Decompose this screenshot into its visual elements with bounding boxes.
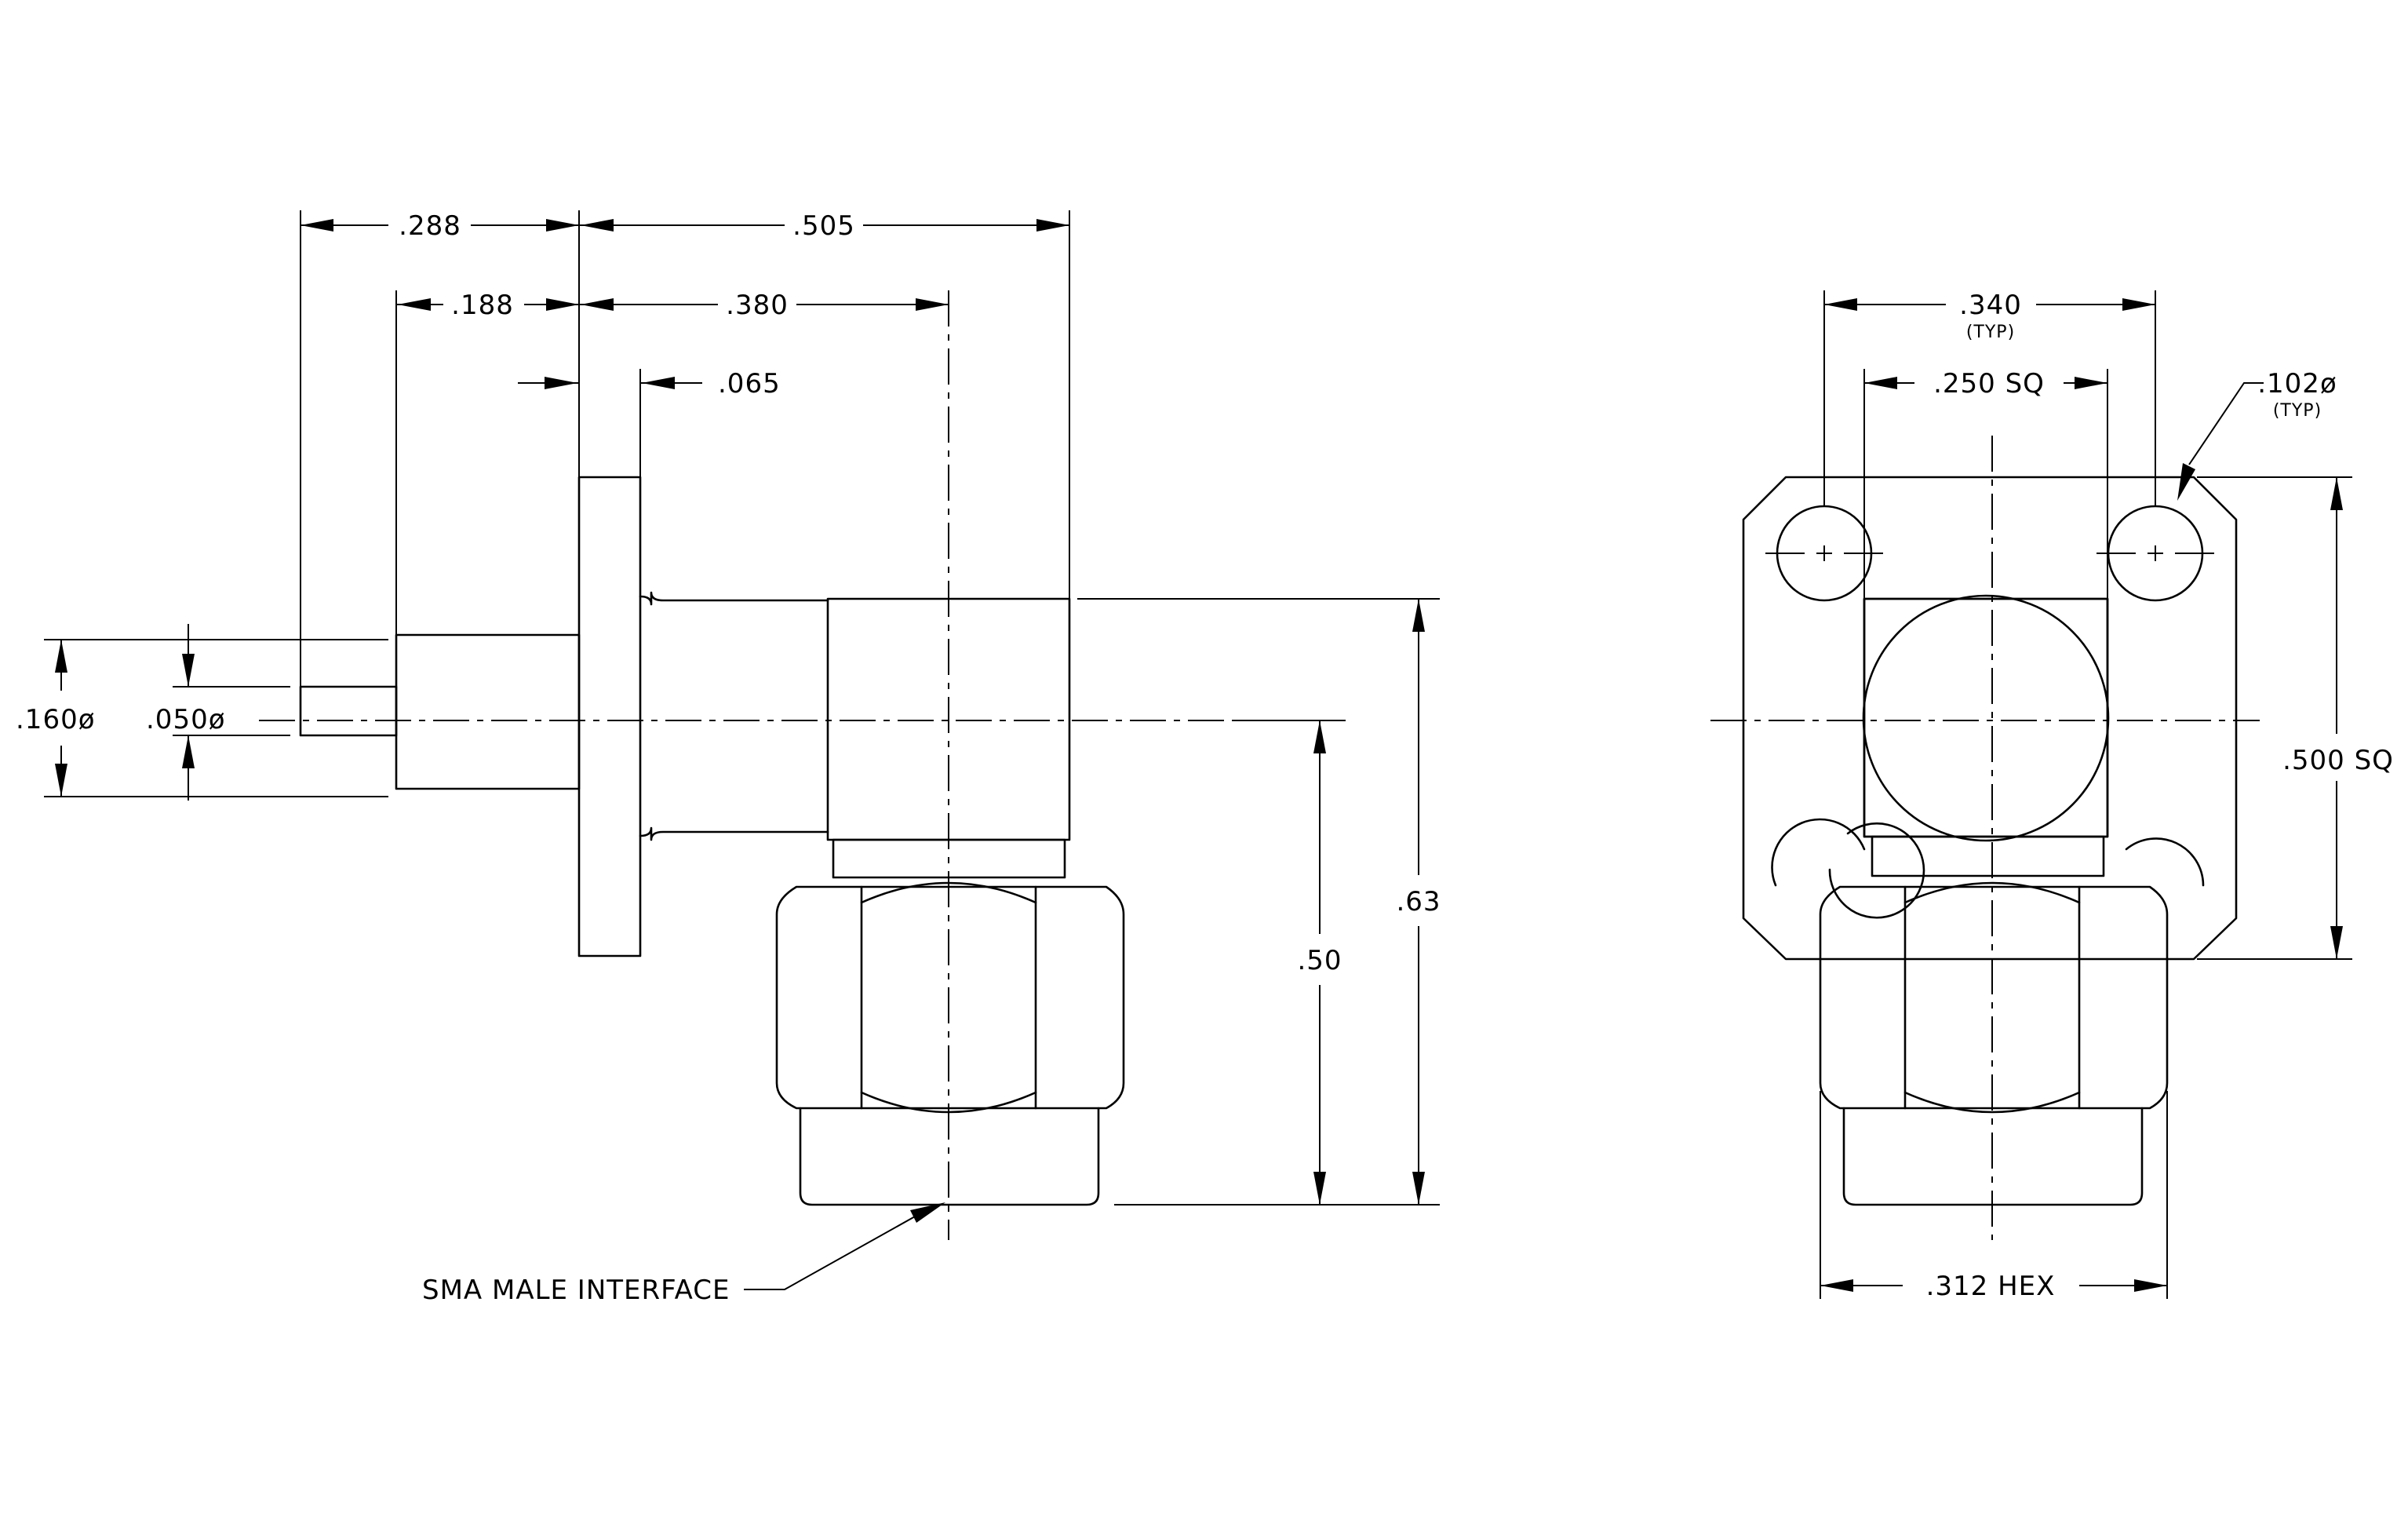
dim-188-label: .188 [451,290,514,321]
coupling-sleeve [799,1107,1100,1206]
dim-102-note: (TYP) [2273,401,2322,421]
dim-288-label: .288 [399,210,461,242]
flange-neck [639,591,829,606]
dim-505-label: .505 [792,210,855,242]
dim-380-label: .380 [726,290,789,321]
hex-nut [775,885,1125,1110]
dim-340-note: (TYP) [1966,323,2015,342]
dim-50-label: .50 [1297,945,1342,976]
end-collar [1871,835,2105,877]
dim-065-label: .065 [718,368,781,399]
dim-63-label: .63 [1396,886,1441,917]
dim-500-label: .500 SQ [2282,745,2394,776]
mounting-flange [577,476,642,957]
contact-pin [299,685,398,737]
sma-interface-callout: SMA MALE INTERFACE [422,1275,730,1306]
dim-340-label: .340 [1959,290,2022,321]
body-bore [1862,594,2110,842]
mount-hole-bottom-right [2125,837,2205,887]
dielectric-body [395,633,581,790]
dim-160-label: .160ø [16,704,96,735]
dim-050-label: .050ø [146,704,226,735]
square-flange [1742,476,2238,961]
dim-102-label: .102ø [2257,368,2337,399]
side-view: .288 .505 .188 .380 .065 .160ø [16,210,1441,1306]
square-body [1863,597,2109,838]
dim-312-label: .312 HEX [1926,1271,2056,1302]
dim-250-label: .250 SQ [1933,368,2045,399]
mount-hole-bottom-left [1771,818,1925,919]
end-view: .340 (TYP) .250 SQ .102ø (TYP) .500 SQ .… [1710,290,2394,1302]
end-hex-nut [1819,885,2169,1110]
